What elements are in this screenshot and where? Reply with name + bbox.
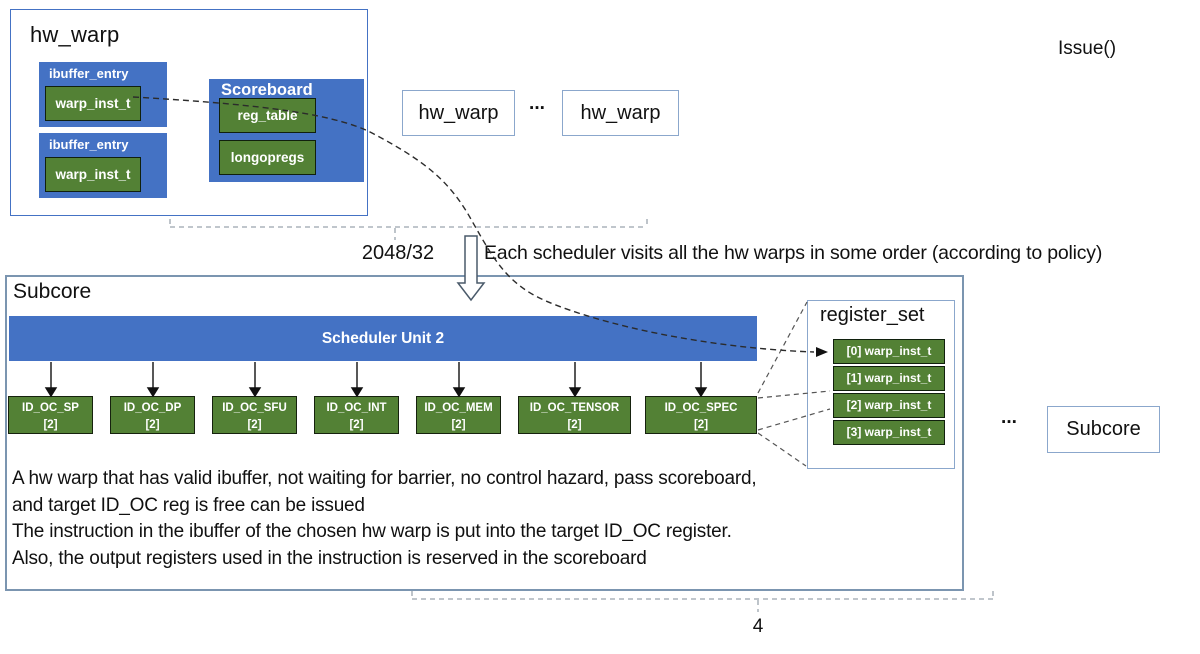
id-oc-tensor-box: ID_OC_TENSOR [2] — [518, 396, 631, 434]
subcore-ellipsis: ··· — [1001, 412, 1018, 433]
warp-inst-box: warp_inst_t — [45, 86, 141, 121]
issue-rules-line: and target ID_OC reg is free can be issu… — [12, 494, 365, 516]
ibuffer-entry-label: ibuffer_entry — [49, 66, 129, 81]
ibuffer-entry-box-2: ibuffer_entry warp_inst_t — [39, 133, 167, 198]
hw-warp-detail-panel: hw_warp ibuffer_entry warp_inst_t ibuffe… — [10, 9, 368, 216]
id-oc-name: ID_OC_SPEC — [664, 402, 738, 414]
id-oc-size: [2] — [567, 418, 582, 431]
scheduler-unit-bar: Scheduler Unit 2 — [9, 316, 757, 361]
hw-warp-panel-title: hw_warp — [30, 22, 120, 47]
id-oc-int-box: ID_OC_INT [2] — [314, 396, 399, 434]
ibuffer-entry-box-1: ibuffer_entry warp_inst_t — [39, 62, 167, 127]
scoreboard-box: Scoreboard reg_table longopregs — [209, 79, 364, 182]
id-oc-sp-box: ID_OC_SP [2] — [8, 396, 93, 434]
scoreboard-title: Scoreboard — [221, 81, 313, 99]
id-oc-name: ID_OC_MEM — [424, 402, 493, 414]
register-set-row-1: [1] warp_inst_t — [833, 366, 945, 391]
page-number: 4 — [752, 616, 764, 637]
issue-function-label: Issue() — [1058, 38, 1117, 59]
warp-inst-box: warp_inst_t — [45, 157, 141, 192]
id-oc-size: [2] — [693, 418, 709, 431]
id-oc-dp-box: ID_OC_DP [2] — [110, 396, 195, 434]
id-oc-spec-box: ID_OC_SPEC [2] — [645, 396, 757, 434]
register-set-box: register_set [0] warp_inst_t [1] warp_in… — [807, 300, 955, 469]
issue-rules-line: A hw warp that has valid ibuffer, not wa… — [12, 468, 757, 489]
issue-rules-text: A hw warp that has valid ibuffer, not wa… — [12, 466, 892, 572]
id-oc-name: ID_OC_SP — [22, 402, 79, 414]
register-set-row-3: [3] warp_inst_t — [833, 420, 945, 445]
id-oc-size: [2] — [145, 418, 160, 431]
id-oc-size: [2] — [43, 418, 58, 431]
id-oc-mem-box: ID_OC_MEM [2] — [416, 396, 501, 434]
id-oc-name: ID_OC_TENSOR — [529, 402, 620, 414]
hw-warp-ellipsis: ··· — [529, 98, 546, 119]
hw-warp-instance-box-2: hw_warp — [562, 90, 679, 136]
scheduler-note: Each scheduler visits all the hw warps i… — [484, 242, 1103, 264]
id-oc-sfu-box: ID_OC_SFU [2] — [212, 396, 297, 434]
hw-warp-instance-box-1: hw_warp — [402, 90, 515, 136]
id-oc-size: [2] — [247, 418, 262, 431]
register-set-title: register_set — [820, 304, 925, 326]
id-oc-name: ID_OC_SFU — [222, 402, 287, 414]
subcore-title: Subcore — [13, 280, 92, 303]
id-oc-name: ID_OC_INT — [326, 402, 387, 414]
bottom-brace — [411, 591, 994, 612]
scoreboard-longopregs: longopregs — [219, 140, 316, 175]
issue-rules-line: The instruction in the ibuffer of the ch… — [12, 521, 732, 542]
register-set-row-0: [0] warp_inst_t — [833, 339, 945, 364]
ibuffer-entry-label: ibuffer_entry — [49, 137, 129, 152]
subcore-instance-box: Subcore — [1047, 406, 1160, 453]
id-oc-size: [2] — [349, 418, 364, 431]
id-oc-size: [2] — [451, 418, 466, 431]
issue-rules-line: Also, the output registers used in the i… — [12, 547, 647, 569]
register-set-row-2: [2] warp_inst_t — [833, 393, 945, 418]
top-brace — [169, 219, 648, 240]
warps-count-label: 2048/32 — [361, 242, 435, 264]
scoreboard-reg-table: reg_table — [219, 98, 316, 133]
id-oc-name: ID_OC_DP — [123, 402, 182, 414]
